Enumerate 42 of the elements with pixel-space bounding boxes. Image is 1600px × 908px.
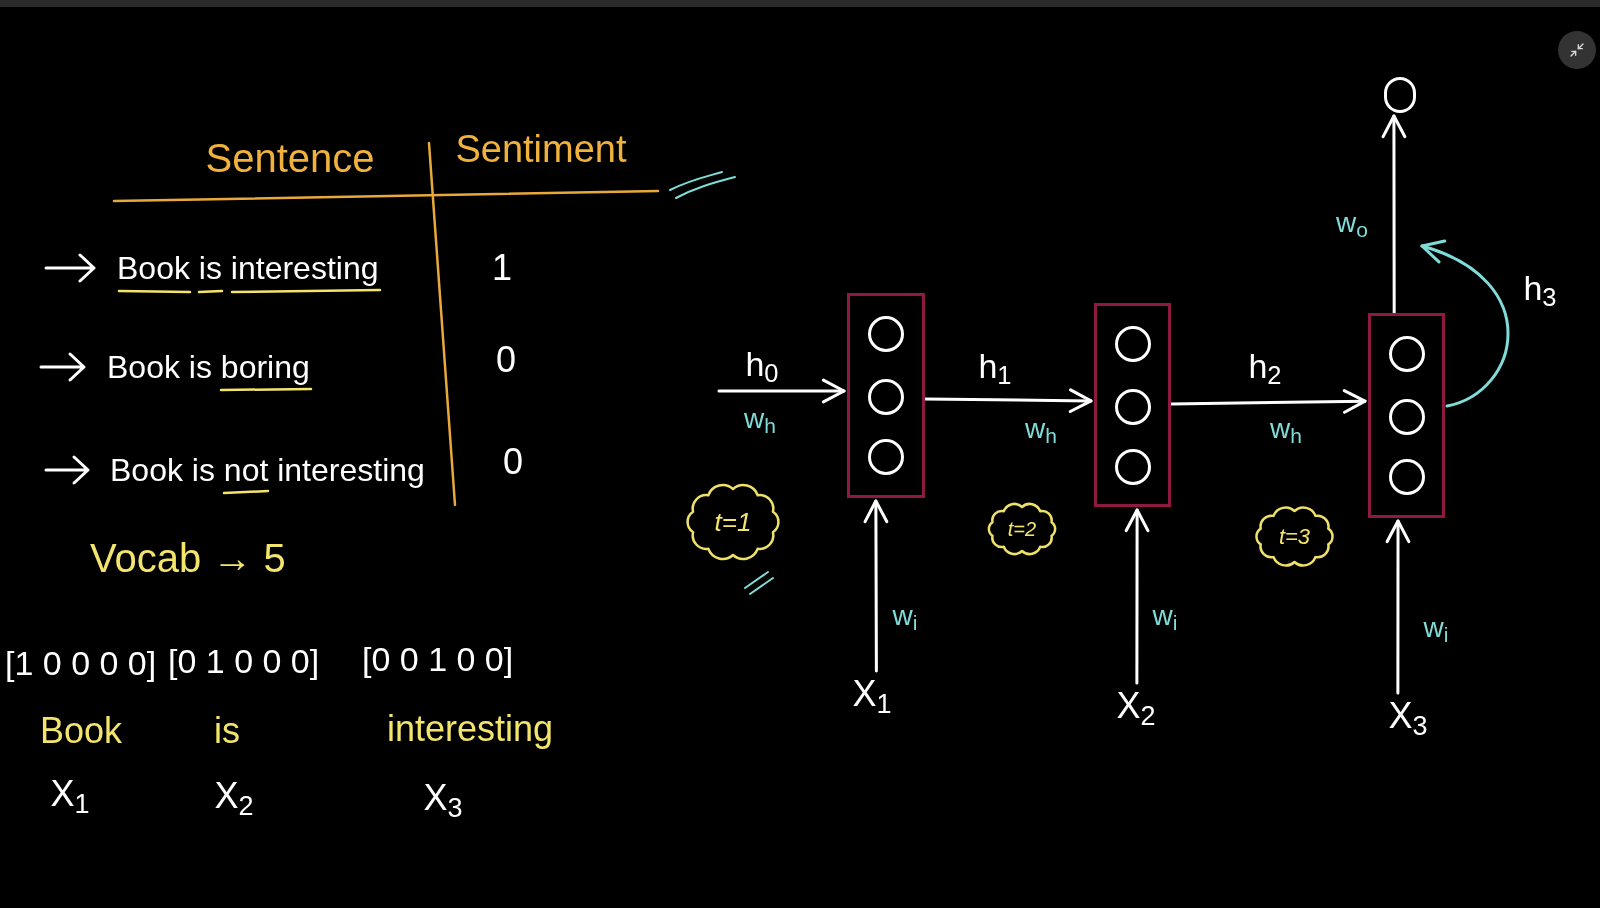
weight-label: w$_{i}$ bbox=[1423, 610, 1449, 645]
rnn-cell-box bbox=[1094, 303, 1171, 507]
input-label: X$_{3}$ bbox=[423, 775, 463, 820]
vocab-note: Vocab → 5 bbox=[90, 535, 286, 582]
weight-label: w$_{i}$ bbox=[1152, 598, 1178, 633]
table-header: Sentiment bbox=[455, 127, 627, 173]
arrow bbox=[863, 499, 889, 673]
weight-label: w$_{h}$ bbox=[1025, 411, 1057, 446]
curved-arrow bbox=[1420, 241, 1510, 408]
sentence-text: Book is not interesting bbox=[110, 451, 425, 490]
sentence-text: Book is interesting bbox=[117, 249, 379, 288]
input-label: X$_{2}$ bbox=[214, 773, 254, 818]
cloud-label: t=1 bbox=[714, 509, 752, 535]
rnn-cell-box bbox=[1368, 313, 1445, 518]
weight-label: w$_{h}$ bbox=[1270, 411, 1302, 446]
cloud-label: t=3 bbox=[1278, 525, 1311, 548]
word-label: is bbox=[214, 708, 240, 753]
one-hot-vector: [1 0 0 0 0] bbox=[5, 642, 157, 684]
input-label: X$_{3}$ bbox=[1386, 695, 1430, 737]
sentence-text: Book is boring bbox=[107, 348, 310, 387]
rnn-cell-box bbox=[847, 293, 925, 498]
sentiment-value: 1 bbox=[492, 245, 512, 290]
arrow bbox=[1169, 389, 1367, 414]
input-label: X$_{1}$ bbox=[50, 771, 90, 816]
weight-label: w$_{o}$ bbox=[1336, 205, 1368, 240]
word-label: interesting bbox=[386, 706, 554, 751]
arrow bbox=[1124, 508, 1150, 685]
word-label: Book bbox=[39, 708, 123, 753]
arrow bbox=[717, 378, 846, 404]
one-hot-vector: [0 1 0 0 0] bbox=[168, 640, 320, 682]
input-label: X$_{2}$ bbox=[1114, 685, 1158, 727]
sentiment-value: 0 bbox=[503, 439, 523, 484]
arrow bbox=[923, 388, 1093, 414]
table-header: Sentence bbox=[205, 135, 375, 182]
arrow bbox=[1381, 114, 1407, 315]
one-hot-vector: [0 0 1 0 0] bbox=[362, 638, 514, 680]
weight-label: w$_{i}$ bbox=[892, 598, 918, 633]
weight-label: w$_{h}$ bbox=[744, 401, 776, 436]
input-label: X$_{1}$ bbox=[850, 673, 894, 715]
cloud-label: t=2 bbox=[1007, 519, 1037, 539]
arrow bbox=[1385, 519, 1411, 695]
sentiment-value: 0 bbox=[496, 337, 516, 382]
